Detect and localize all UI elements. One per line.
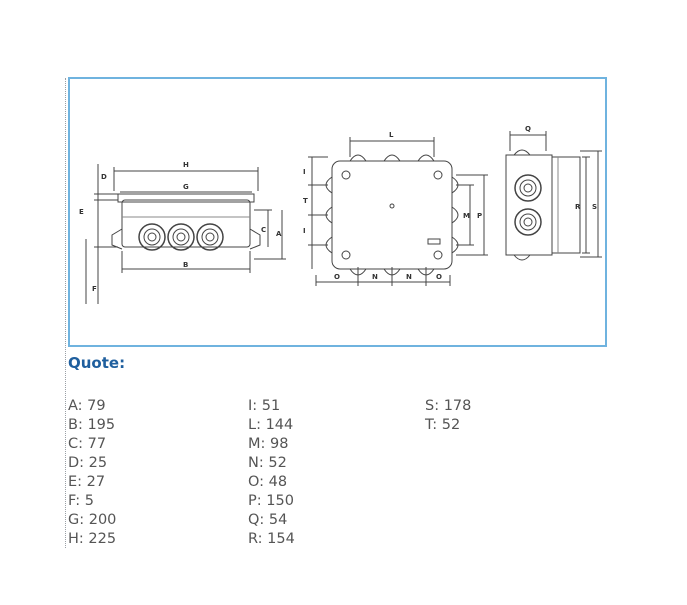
dim-label-n-left: N [372,273,378,281]
end-view-body [505,154,553,256]
dim-label-p: P [477,212,482,220]
dim-label-o-left: O [334,273,340,281]
dim-label-l: L [389,131,394,139]
quote-item-q: Q: 54 [248,512,288,528]
dim-label-g: G [183,183,189,191]
quote-item-h: H: 225 [68,531,117,547]
end-view [505,131,602,261]
quote-item-n: N: 52 [248,455,287,471]
dim-label-c: C [261,226,266,234]
dim-label-q: Q [525,125,531,133]
quote-item-l: L: 144 [248,417,294,433]
quote-item-b: B: 195 [68,417,116,433]
dim-label-a: A [276,230,282,238]
quote-item-e: E: 27 [68,474,106,490]
technical-drawing-frame: H G B D E F C A L I T I M P O N N O Q R … [68,77,607,347]
dim-label-i-bottom: I [303,227,306,235]
quote-item-r: R: 154 [248,531,295,547]
side-view-lid [117,193,255,203]
dim-label-f: F [92,285,97,293]
dim-label-b: B [183,261,188,269]
junction-box-drawing: H G B D E F C A L I T I M P O N N O Q R … [79,125,602,304]
dim-label-d: D [101,173,107,181]
dim-label-m: M [463,212,470,220]
quote-item-m: M: 98 [248,436,289,452]
left-dotted-rule [65,78,66,548]
quote-item-p: P: 150 [248,493,294,509]
side-view-body [121,199,251,248]
side-view-glands [138,223,224,251]
quote-item-o: O: 48 [248,474,288,490]
quote-heading: Quote: [68,354,126,372]
quote-column-3: S: 178 T: 52 [425,397,471,435]
quote-item-a: A: 79 [68,398,106,414]
dim-label-h: H [183,161,189,169]
quote-item-t: T: 52 [425,417,461,433]
dim-label-s: S [592,203,597,211]
front-view-body [331,160,453,270]
quote-item-s: S: 178 [425,398,472,414]
quote-item-d: D: 25 [68,455,108,471]
dim-label-o-right: O [436,273,442,281]
quote-item-c: C: 77 [68,436,107,452]
dim-label-r: R [575,203,581,211]
quote-item-f: F: 5 [68,493,94,509]
quote-column-1: A: 79 B: 195 C: 77 D: 25 E: 27 F: 5 G: 2… [68,397,116,549]
dim-label-i-top: I [303,168,306,176]
front-view [308,137,488,286]
dim-label-n-right: N [406,273,412,281]
dim-label-e: E [79,208,84,216]
dim-label-t: T [303,197,308,205]
quote-item-g: G: 200 [68,512,117,528]
quote-column-2: I: 51 L: 144 M: 98 N: 52 O: 48 P: 150 Q:… [248,397,295,549]
side-view [85,164,286,304]
quote-item-i: I: 51 [248,398,281,414]
